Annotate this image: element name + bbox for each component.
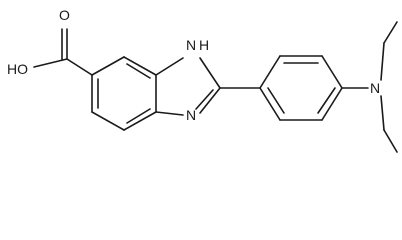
imidazole-ring [155,57,221,116]
atom-labels: O HO H N N N [7,7,380,123]
bond-c-to-carboxyl [66,58,93,76]
bond-c-nh [155,57,184,76]
diethylamino-group [341,21,398,153]
label-n-amine: N [370,80,380,96]
bond-ring-a2 [91,111,125,131]
bond-n-c [155,111,184,116]
bond-n-ethyl2-a [380,95,385,131]
chemical-structure-diagram: O HO H N N N [7,7,398,153]
bond-nh-c2 [199,57,221,89]
bond-c2-n-inner [195,89,214,110]
bond-ring-b3 [321,55,343,89]
bond-ring-b-inner-2 [317,87,336,114]
bond-ring-b6 [259,87,281,121]
label-nh-h: H [199,37,209,53]
label-nh-n: N [186,37,196,53]
bond-ring-a5 [123,56,157,76]
benzo-ring [91,56,157,131]
bond-c2-n [199,87,221,114]
bond-ring-b1 [259,55,281,89]
label-o-carbonyl: O [59,7,70,23]
bond-ring-a6 [91,56,125,76]
bond-n-ethyl1-a [380,42,385,81]
label-oh-carboxyl: HO [7,61,28,77]
bond-n-ethyl1-b [383,21,398,44]
bond-ring-b-inner-3 [267,87,285,114]
bond-ring-b4 [321,87,343,121]
carboxyl-group [33,28,93,76]
bond-ring-a-inner-2 [126,108,151,124]
label-n-imine: N [186,107,196,123]
bond-c-oh [33,58,68,68]
phenyl-ring [259,55,343,121]
bond-n-ethyl2-b [383,129,398,153]
bond-ring-a3 [123,111,157,131]
bond-ring-a-inner-3 [126,63,151,79]
